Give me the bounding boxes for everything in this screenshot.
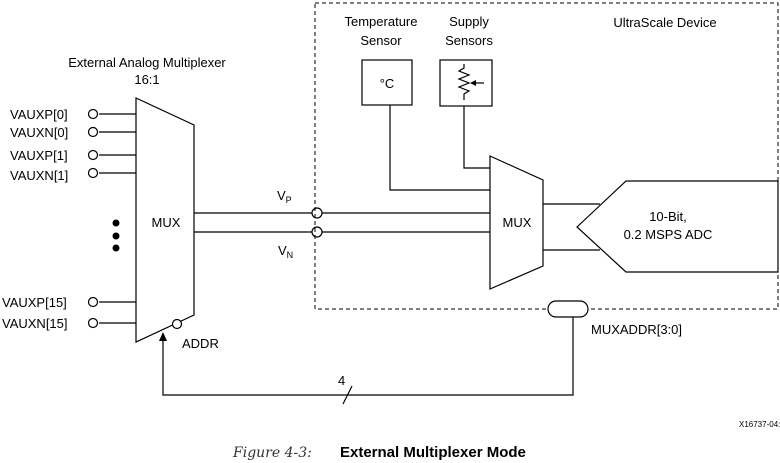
input-label-vauxn1: VAUXN[1] [10, 168, 68, 183]
internal-mux-label: MUX [503, 215, 532, 230]
input-label-vauxp0: VAUXP[0] [10, 107, 68, 122]
terminal-vauxp15 [87, 296, 99, 308]
address-bus [162, 317, 574, 396]
vn-label: VN [278, 243, 293, 260]
input-label-vauxp15: VAUXP[15] [2, 295, 67, 310]
figure-id: X16737-04: [739, 420, 780, 429]
supply-sensor-label-1: Supply [449, 14, 489, 29]
bus-width-slash [342, 385, 353, 405]
external-mux-title: External Analog Multiplexer [68, 55, 226, 70]
temp-sensor-label-1: Temperature [345, 14, 418, 29]
input-label-vauxn15: VAUXN[15] [2, 316, 68, 331]
device-title: UltraScale Device [613, 15, 716, 30]
muxaddr-port [547, 300, 589, 318]
caption-number: Figure 4-3: [232, 445, 312, 461]
external-mux-ratio: 16:1 [134, 72, 159, 87]
caption-title: External Multiplexer Mode [340, 444, 526, 461]
addr-terminal [171, 318, 183, 330]
vp-terminal [311, 207, 323, 219]
temp-sensor-box [361, 59, 413, 106]
terminal-vauxp0 [87, 108, 99, 120]
temp-sensor-label-2: Sensor [360, 33, 402, 48]
input-label-vauxp1: VAUXP[1] [10, 148, 68, 163]
supply-sensor-label-2: Sensors [445, 33, 493, 48]
input-terminals [87, 108, 136, 329]
temp-sensor-wire [389, 105, 490, 191]
device-boundary [314, 2, 779, 310]
external-mux-block [135, 97, 195, 343]
muxaddr-label: MUXADDR[3:0] [591, 322, 682, 337]
adc-block [576, 180, 779, 273]
adc-label-2: 0.2 MSPS ADC [624, 227, 713, 242]
supply-sensor-box [439, 59, 493, 107]
vn-terminal [311, 226, 323, 238]
variable-resistor-icon [457, 64, 484, 100]
supply-sensor-wire [463, 106, 490, 169]
adc-label-1: 10-Bit, [649, 209, 687, 224]
terminal-vauxn0 [87, 126, 99, 138]
external-mux-label: MUX [152, 215, 181, 230]
ellipsis-dots [112, 219, 120, 252]
temp-sensor-symbol: °C [380, 76, 395, 91]
internal-mux-block [489, 155, 544, 290]
address-bus-arrowhead [159, 332, 167, 341]
addr-label: ADDR [182, 336, 219, 351]
bus-width-label: 4 [338, 373, 345, 388]
vp-label: VP [277, 188, 292, 205]
terminal-vauxp1 [87, 149, 99, 161]
terminal-vauxn15 [87, 317, 99, 329]
input-label-vauxn0: VAUXN[0] [10, 125, 68, 140]
terminal-vauxn1 [87, 167, 99, 179]
